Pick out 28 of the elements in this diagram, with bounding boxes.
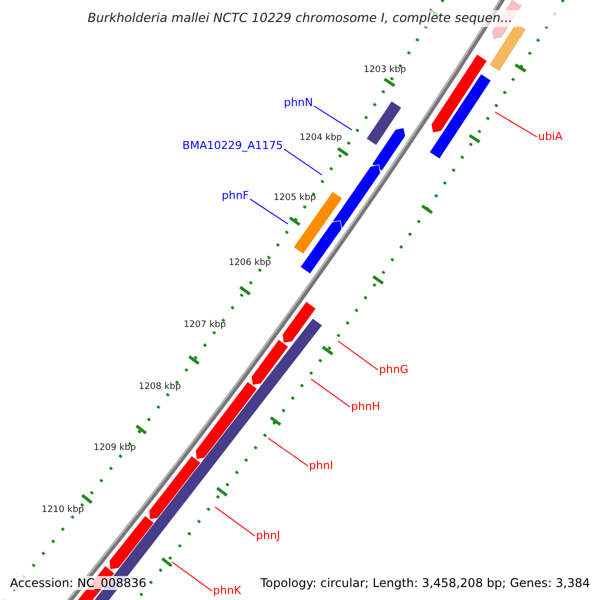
scale-label: 1210 kbp: [42, 506, 84, 515]
gene-label: phnG: [379, 364, 408, 375]
accession-text: Accession: NC_008836: [8, 576, 148, 590]
leader-line: [172, 562, 212, 592]
gene-label: phnF: [222, 190, 249, 201]
gene-label: BMA10229_A1175: [182, 140, 283, 151]
leader-line: [494, 112, 538, 138]
leader-line: [310, 378, 350, 408]
gene-label: ubiA: [538, 131, 563, 142]
gene-label: phnJ: [256, 530, 280, 541]
gene-label: phnK: [213, 585, 242, 596]
scale-label: 1209 kbp: [94, 444, 136, 453]
leader-line: [284, 148, 322, 176]
gene-label: phnN: [284, 97, 313, 108]
leader-line: [338, 340, 378, 370]
leader-line: [314, 106, 352, 130]
leader-line: [268, 438, 308, 466]
leader-line: [214, 506, 256, 536]
scale-label: 1206 kbp: [228, 259, 271, 268]
gene-label: phnH: [351, 401, 380, 412]
leader-line: [250, 198, 288, 224]
scale-label: 1205 kbp: [274, 194, 316, 203]
scale-label: 1203 kbp: [364, 66, 406, 75]
scale-label: 1208 kbp: [138, 383, 181, 392]
scale-label: 1207 kbp: [184, 321, 226, 330]
gene-label: phnI: [309, 460, 334, 471]
topology-text: Topology: circular; Length: 3,458,208 bp; Genes: 3,384: [258, 576, 592, 590]
scale-label: 1204 kbp: [300, 134, 342, 143]
